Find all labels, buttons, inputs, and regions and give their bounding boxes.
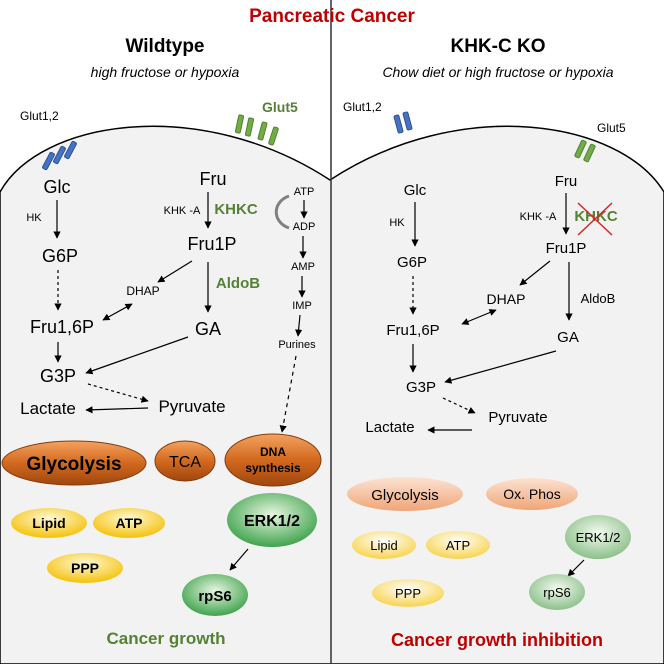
left-glycolysis-label: Glycolysis — [26, 454, 121, 475]
right-oxphos-label: Ox. Phos — [503, 486, 561, 502]
right-fru: Fru — [555, 173, 578, 190]
left-erk-label: ERK1/2 — [244, 513, 300, 530]
left-glc: Glc — [44, 177, 71, 197]
right-rps6-oval — [529, 574, 585, 610]
left-dna-label-2: synthesis — [245, 461, 301, 475]
left-purines: Purines — [278, 339, 316, 351]
left-dhap: DHAP — [126, 284, 159, 298]
left-khkc: KHKC — [214, 201, 257, 218]
left-dna-label-1: DNA — [260, 445, 286, 459]
left-heading: Wildtype — [126, 36, 205, 57]
left-glycolysis-oval — [1, 440, 147, 486]
left-ga: GA — [195, 319, 221, 339]
cell-membrane — [0, 125, 664, 664]
right-hk: HK — [389, 217, 405, 229]
right-ppp-oval — [372, 579, 444, 607]
right-fru1p: Fru1P — [546, 240, 587, 257]
left-fru: Fru — [200, 169, 227, 189]
left-pyruvate: Pyruvate — [158, 397, 225, 416]
right-subheading: Chow diet or high fructose or hypoxia — [382, 64, 613, 80]
left-glut5-label: Glut5 — [262, 99, 298, 115]
left-g6p: G6P — [42, 246, 78, 266]
right-fru16p: Fru1,6P — [386, 322, 439, 339]
left-atp-oval — [93, 508, 165, 538]
page-title: Pancreatic Cancer — [249, 6, 415, 27]
left-hk: HK — [26, 212, 42, 224]
left-ppp-oval — [47, 553, 123, 583]
right-rps6-label: rpS6 — [543, 585, 570, 600]
right-khka: KHK -A — [520, 211, 557, 223]
right-glut5-transporter-icon — [574, 139, 596, 163]
left-rps6-label: rpS6 — [198, 588, 231, 605]
right-pyruvate: Pyruvate — [488, 409, 547, 426]
left-glut5-transporter-icon — [234, 114, 279, 146]
right-ppp-label: PPP — [395, 586, 421, 601]
right-glycolysis-label: Glycolysis — [371, 487, 439, 504]
left-erk-rps6-arrow — [229, 548, 249, 571]
left-lipid-oval — [11, 508, 87, 538]
right-khkc-knockout-cross-icon — [577, 202, 613, 236]
right-lipid-label: Lipid — [370, 538, 397, 553]
right-glycolysis-oval — [347, 477, 463, 511]
right-atp-oval — [426, 531, 490, 559]
right-heading: KHK-C KO — [451, 36, 546, 57]
left-lactate: Lactate — [20, 399, 76, 418]
right-lipid-oval — [352, 531, 416, 559]
right-arrows — [409, 193, 573, 434]
left-tca-label: TCA — [169, 454, 201, 471]
right-conclusion: Cancer growth inhibition — [391, 630, 603, 650]
left-rps6-oval — [182, 574, 248, 616]
right-g6p: G6P — [397, 254, 427, 271]
left-atp-label: ATP — [116, 515, 143, 531]
left-amp: AMP — [291, 261, 315, 273]
left-g3p: G3P — [40, 366, 76, 386]
right-glut5-label: Glut5 — [597, 121, 626, 135]
left-imp: IMP — [292, 300, 312, 312]
left-glut12-transporter-icon — [42, 140, 77, 171]
left-glut12-label: Glut1,2 — [20, 109, 59, 123]
right-glut12-label: Glut1,2 — [343, 100, 382, 114]
right-khkc: KHKC — [574, 208, 617, 225]
right-g3p: G3P — [406, 379, 436, 396]
right-erk-label: ERK1/2 — [576, 530, 621, 545]
left-lipid-label: Lipid — [32, 515, 65, 531]
left-subheading: high fructose or hypoxia — [91, 64, 240, 80]
right-erk-oval — [565, 515, 631, 559]
right-oxphos-oval — [486, 478, 578, 510]
left-dna-oval — [224, 433, 322, 487]
right-lactate: Lactate — [365, 419, 414, 436]
left-fru16p: Fru1,6P — [30, 317, 94, 337]
left-aldob: AldoB — [216, 275, 260, 292]
right-aldob: AldoB — [581, 291, 616, 306]
left-atp: ATP — [294, 186, 315, 198]
right-dhap: DHAP — [487, 291, 526, 307]
left-fru1p: Fru1P — [187, 234, 236, 254]
right-glut12-transporter-icon — [393, 111, 413, 134]
right-glc: Glc — [404, 182, 427, 199]
left-ppp-label: PPP — [71, 560, 99, 576]
left-conclusion: Cancer growth — [106, 629, 225, 648]
right-erk-rps6-arrow — [567, 559, 585, 577]
right-ga: GA — [557, 329, 579, 346]
left-tca-oval — [154, 440, 216, 482]
right-atp-label: ATP — [446, 538, 470, 553]
left-khka: KHK -A — [164, 205, 201, 217]
left-arrows — [53, 192, 308, 433]
left-adp: ADP — [293, 221, 316, 233]
left-erk-oval — [227, 493, 317, 547]
